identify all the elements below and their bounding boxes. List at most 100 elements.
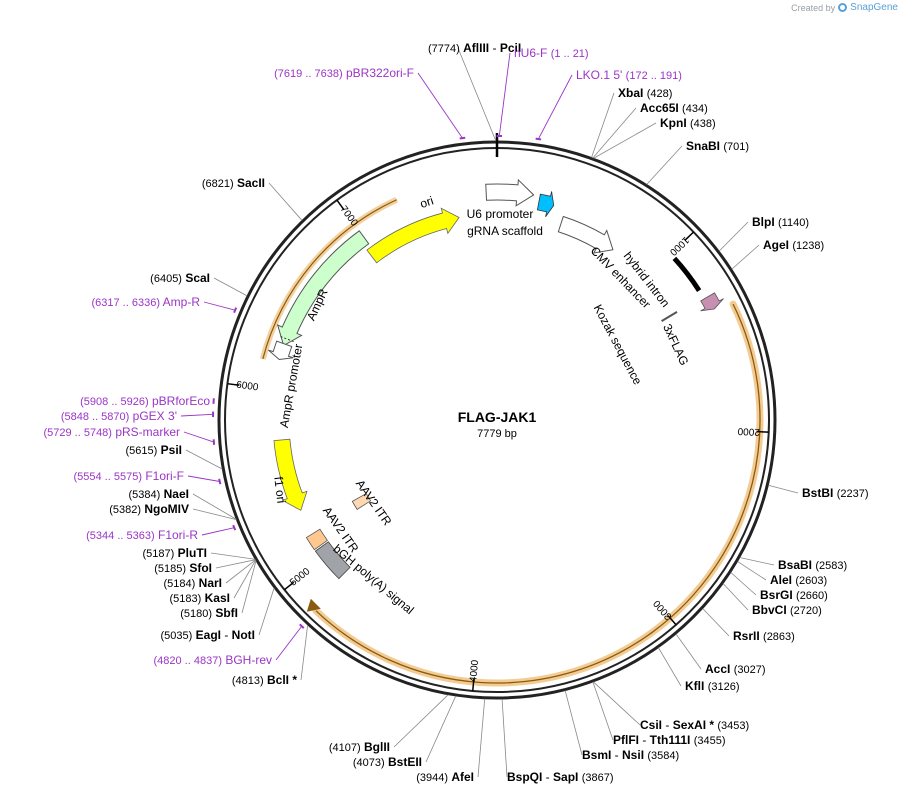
leader-layer [180,47,799,778]
enzyme-position: (2863) [763,631,795,643]
enzyme-position: (5180) [180,608,212,620]
enzyme-name: BbvCI [752,603,787,617]
enzyme-leader-afei [477,698,486,778]
enzyme-position: (6405) [150,273,182,285]
enzyme-label-bsabi: BsaBI (2583) [778,558,847,572]
tick-label: 3000 [651,597,674,621]
enzyme-position: (3027) [734,664,766,676]
tick-label: 6000 [235,380,259,394]
primer-name: pRS-marker [115,425,180,439]
enzyme-leader-pluti [210,552,256,560]
enzyme-label-xbai: XbaI (428) [618,86,672,100]
enzyme-position: (1140) [778,217,809,229]
enzyme-leader-scai [213,277,248,297]
enzyme-position: (3455) [694,735,726,747]
primer-mark-lko-1-5 [535,137,542,141]
ampr-divider [278,335,294,343]
enzyme-label-bstbi: BstBI (2237) [802,486,868,500]
enzyme-position: (2720) [790,605,822,617]
kozak-feature [661,311,678,322]
enzyme-name: SnaBI [686,139,720,153]
u6-promoter-feature [485,178,535,207]
primer-range: (5554 .. 5575) [73,471,142,483]
enzyme-name: NotI [232,628,255,642]
enzyme-leader-sbfi [241,560,257,614]
primer-range: (5848 .. 5870) [61,411,130,423]
enzyme-position: (2660) [796,590,828,602]
enzyme-leader-sfoi [215,559,256,569]
enzyme-name: SacII [237,176,265,190]
enzyme-label-rsrii: RsrII (2863) [733,629,795,643]
ampr-orf-line [262,199,397,360]
grna-scaffold-label: gRNA scaffold [467,224,543,238]
enzyme-label-acci: AccI (3027) [705,662,766,676]
aav2-itr-inner-feature [351,492,372,510]
enzyme-position: (5184) [164,578,196,590]
primer-name: pBR322ori-F [346,66,414,80]
enzyme-label-sbfi: (5180) SbfI [180,606,238,620]
enzyme-name: CsiI [640,718,662,732]
primer-label-lko-1-5: LKO.1 5' (172 .. 191) [576,68,682,82]
enzyme-leader-kpni [593,122,657,159]
enzyme-label-bspqi: BspQI - SapI (3867) [507,770,614,784]
enzyme-leader-afliii [457,47,497,142]
enzyme-position: (3453) [717,720,749,732]
enzyme-name: BsrGI [760,588,793,602]
enzyme-name: KpnI [660,116,687,130]
enzyme-leader-psii [185,449,223,470]
enzyme-name: RsrII [733,629,760,643]
primer-label-pbr322ori-f: (7619 .. 7638) pBR322ori-F [274,66,414,80]
enzyme-position: (5615) [126,445,158,457]
enzyme-label-blpi: BlpI (1140) [752,215,809,229]
enzyme-position: (1238) [792,240,824,252]
enzyme-label-acc65i: Acc65I (434) [640,101,708,115]
enzyme-label-pflfi: PflFI - Tth111I (3455) [613,733,726,747]
enzyme-name: PflFI [613,733,639,747]
enzyme-leader-bsmi [564,690,583,756]
enzyme-name: AgeI [763,238,789,252]
primer-name: BGH-rev [225,653,272,667]
enzyme-leader-rsrii [702,608,730,637]
enzyme-label-kpni: KpnI (438) [660,116,716,130]
enzyme-label-csii: CsiI - SexAI * (3453) [640,718,749,732]
enzyme-position: (701) [723,141,749,153]
primer-leader-f1ori-r [201,527,235,536]
enzyme-position: (2583) [815,560,847,572]
enzyme-label-psii: (5615) PsiI [126,443,183,457]
tick-label: 4000 [468,659,481,683]
enzyme-position: (434) [682,103,708,115]
ampr-promoter-feature [268,340,294,360]
primer-label-prs-marker: (5729 .. 5748) pRS-marker [43,425,180,439]
enzyme-name: AflIII [463,41,489,55]
primer-range: (7619 .. 7638) [274,68,343,80]
enzyme-leader-bbvci [722,583,749,611]
primer-range: (6317 .. 6336) [91,297,160,309]
enzyme-leader-acci [675,633,702,670]
primer-name: hU6-F [514,46,547,60]
primer-name: F1ori-F [145,469,184,483]
primer-range: (5344 .. 5363) [86,530,155,542]
enzyme-position: (3944) [416,772,448,784]
enzyme-label-eagi: (5035) EagI - NotI [161,628,255,642]
f1-ori-label: f1 ori [271,476,288,504]
enzyme-leader-kfli [658,647,682,687]
enzyme-position: (3584) [647,750,679,762]
enzyme-label-alei: AleI (2603) [770,573,827,587]
enzyme-position: (2603) [795,575,827,587]
primer-label-f1ori-r: (5344 .. 5363) F1ori-R [86,528,198,542]
enzyme-name: EagI [196,628,221,642]
enzyme-name: PluTI [178,546,207,560]
primer-leader-f1ori-f [187,475,220,482]
primer-mark-bgh-rev [299,623,305,629]
enzyme-leader-kasi [233,559,257,599]
primer-name: pBRforEco [152,394,210,408]
enzyme-name: XbaI [618,86,643,100]
enzyme-name: AccI [705,662,730,676]
enzyme-leader-xbai [591,92,615,158]
feature-layer [268,178,724,580]
enzyme-position: (438) [690,118,716,130]
enzyme-name: BspQI [507,770,542,784]
ori-feature [366,207,460,264]
